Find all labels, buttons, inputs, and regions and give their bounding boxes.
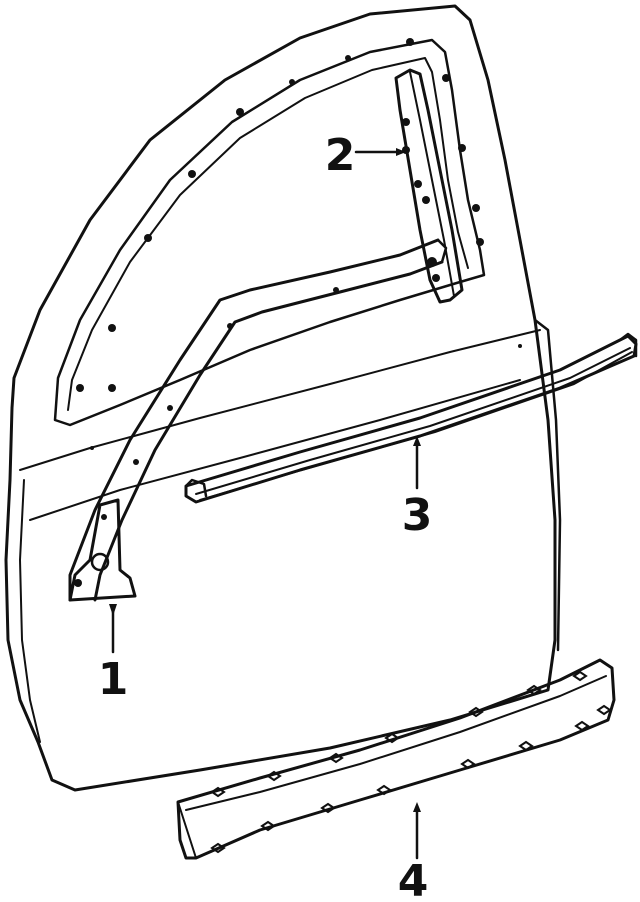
part-1-frame-molding xyxy=(68,238,448,602)
part-3-belt-weatherstrip xyxy=(184,332,638,504)
door-shell xyxy=(4,4,562,792)
arrow-icon xyxy=(413,802,421,812)
callout-label-2: 2 xyxy=(325,130,356,181)
arrow-icon xyxy=(396,148,406,156)
callout-3: 3 xyxy=(402,436,433,541)
part-2-pillar-trim xyxy=(394,68,464,304)
callout-1: 1 xyxy=(98,604,129,705)
callout-4: 4 xyxy=(398,802,429,902)
callout-2: 2 xyxy=(325,130,406,181)
callout-label-1: 1 xyxy=(98,654,129,705)
callout-label-3: 3 xyxy=(402,490,433,541)
callout-label-4: 4 xyxy=(398,856,429,902)
part-4-side-molding xyxy=(176,658,616,860)
arrow-icon xyxy=(109,604,117,616)
arrow-icon xyxy=(413,436,421,446)
